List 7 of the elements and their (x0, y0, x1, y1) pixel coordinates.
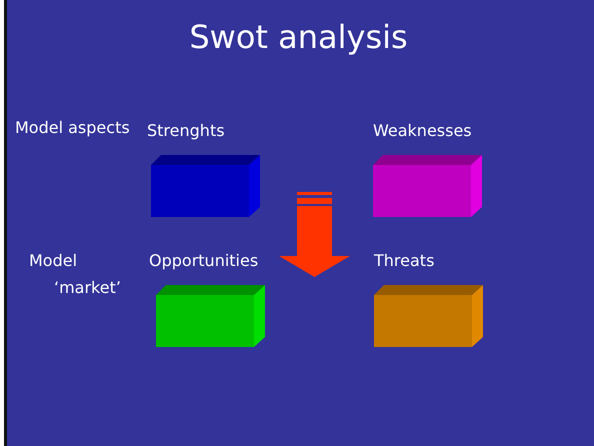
row-label: Model ‘market’ (29, 250, 122, 299)
quadrant-heading: Weaknesses (373, 121, 472, 140)
quadrant-heading: Threats (374, 251, 434, 270)
quadrant-heading: Strenghts (147, 121, 225, 140)
quadrant-heading: Opportunities (149, 251, 258, 270)
row-label: Model aspects (15, 117, 130, 139)
slide-title: Swot analysis (188, 18, 409, 56)
